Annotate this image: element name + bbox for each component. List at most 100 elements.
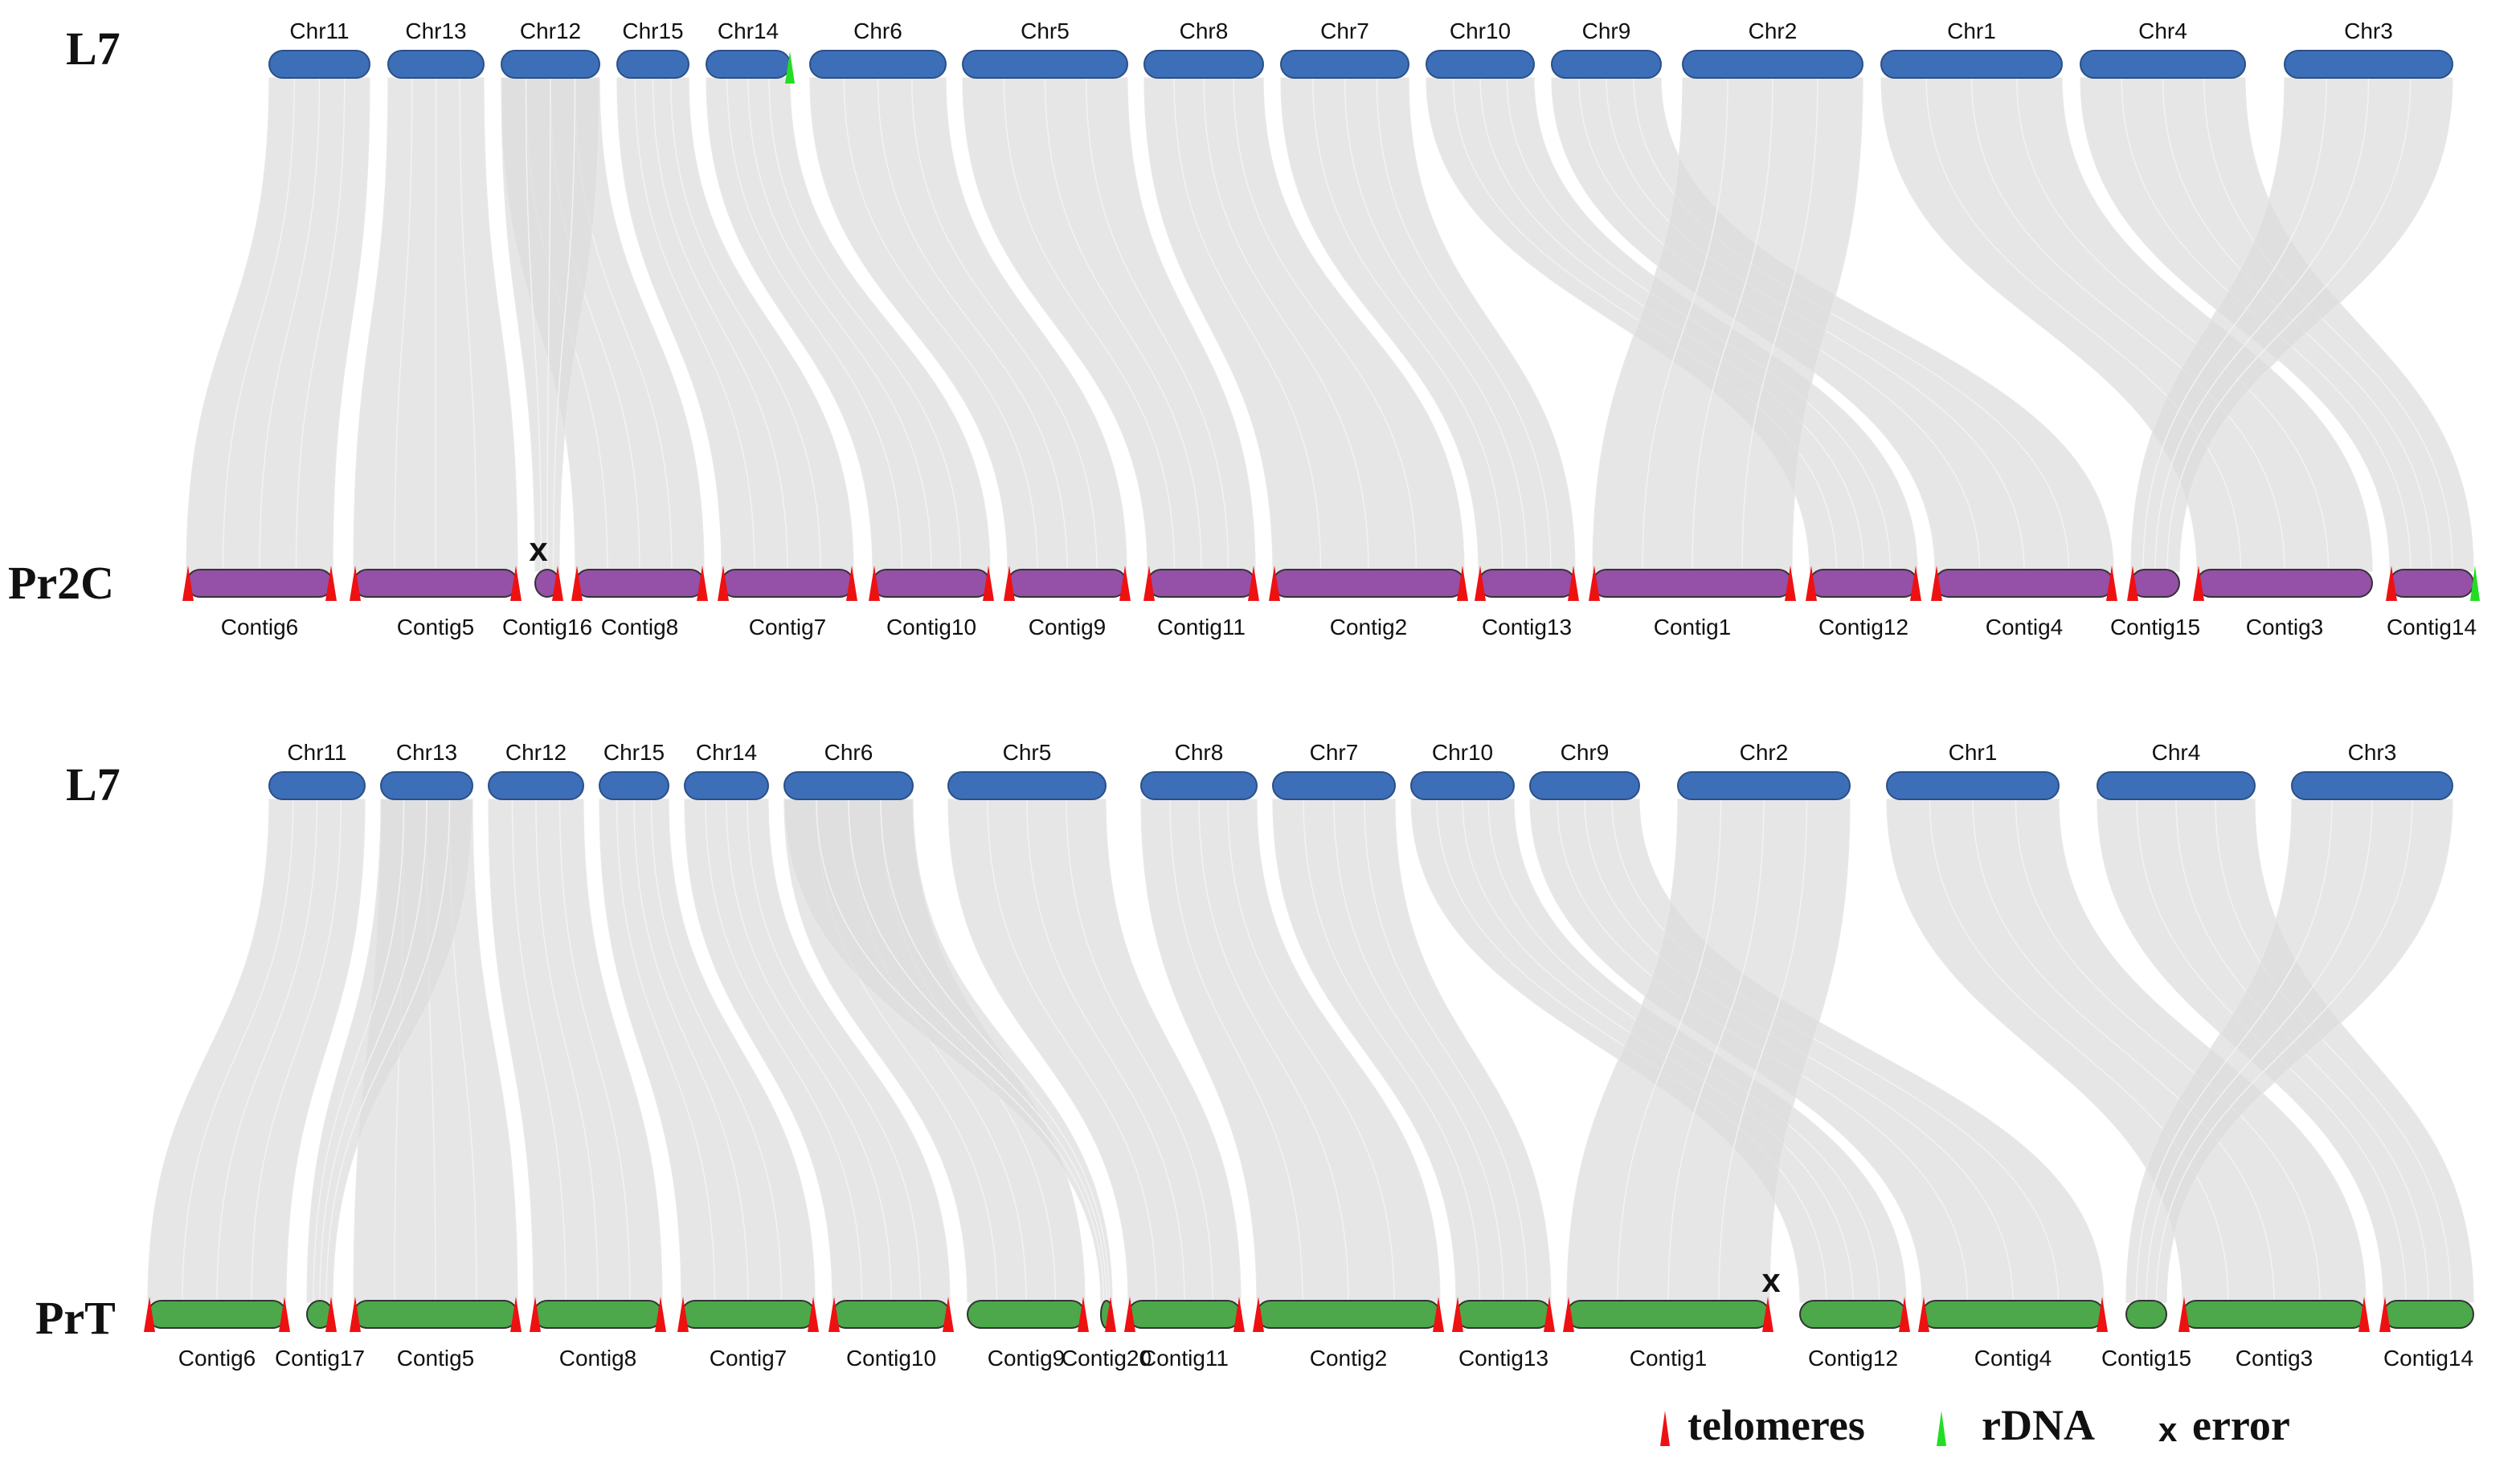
chromosome-label: Chr15 xyxy=(603,740,665,765)
synteny-strand xyxy=(726,799,892,1303)
telomere-marker xyxy=(1452,1297,1463,1332)
chromosome-label: Chr5 xyxy=(1003,740,1052,765)
contig-bar xyxy=(872,569,991,598)
synteny-link-chr14-contig10 xyxy=(706,77,991,572)
chromosome-label: Chr13 xyxy=(405,18,466,43)
telomere-marker xyxy=(1119,566,1131,601)
chromosome-chr1: Chr1 xyxy=(1880,18,2063,79)
contig-label: Contig20 xyxy=(1062,1346,1152,1371)
contig-contig13: Contig13 xyxy=(1452,1297,1555,1371)
contig-bar xyxy=(575,569,705,598)
synteny-strand xyxy=(525,77,542,572)
contig-bar xyxy=(1934,569,2114,598)
chromosome-chr14: Chr14 xyxy=(706,18,795,84)
synteny-strand xyxy=(1667,799,1765,1303)
contig-bar xyxy=(1147,569,1256,598)
synteny-strand xyxy=(1972,799,2275,1303)
contig-bar xyxy=(1478,569,1576,598)
synteny-strand xyxy=(1303,799,1481,1303)
contig-bar xyxy=(1592,569,1793,598)
synteny-strand xyxy=(2155,799,2413,1303)
chromosome-label: Chr13 xyxy=(396,740,457,765)
telomere-marker xyxy=(1899,1297,1910,1332)
synteny-strand xyxy=(670,77,821,572)
synteny-strand xyxy=(747,799,922,1303)
chromosome-label: Chr2 xyxy=(1749,18,1798,43)
synteny-link-chr1-contig3 xyxy=(1880,77,2373,572)
chromosome-bar xyxy=(962,50,1128,79)
contig-contig10: Contig10 xyxy=(869,566,994,639)
chromosome-bar xyxy=(1272,771,1396,800)
synteny-strand xyxy=(313,799,405,1303)
synteny-strand xyxy=(843,77,1038,572)
chromosome-bar xyxy=(1529,771,1640,800)
telomere-marker xyxy=(571,566,583,601)
synteny-strand xyxy=(616,799,716,1303)
contig-label: Contig9 xyxy=(1029,615,1107,639)
contig-label: Contig7 xyxy=(749,615,827,639)
error-marker: x xyxy=(1761,1261,1781,1299)
synteny-strand xyxy=(558,799,631,1303)
contig-bar xyxy=(721,569,854,598)
synteny-link-chr15-contig7 xyxy=(616,77,854,572)
synteny-strand xyxy=(2154,77,2370,572)
chromosome-chr8: Chr8 xyxy=(1143,18,1264,79)
contig-bar xyxy=(2383,1300,2474,1329)
contig-contig7: Contig7 xyxy=(677,1297,819,1371)
chromosome-chr13: Chr13 xyxy=(387,18,485,79)
contig-contig15: Contig15 xyxy=(2101,1300,2191,1371)
contig-contig9: Contig9 xyxy=(967,1297,1089,1371)
telomere-marker xyxy=(1433,1297,1444,1332)
ref-genome-label: L7 xyxy=(66,22,121,75)
telomere-marker xyxy=(808,1297,819,1332)
telomere-marker xyxy=(1004,566,1015,601)
chromosome-bar xyxy=(1143,50,1264,79)
contig-bar xyxy=(353,1300,518,1329)
contig-label: Contig16 xyxy=(502,615,592,639)
synteny-strand xyxy=(705,799,863,1303)
telomere-marker xyxy=(2358,1297,2370,1332)
contig-contig1: Contig1 xyxy=(1589,566,1796,639)
chromosome-chr9: Chr9 xyxy=(1551,18,1662,79)
synteny-link-chr2-contig1 xyxy=(1592,77,1863,572)
contig-label: Contig3 xyxy=(2246,615,2324,639)
contig-label: Contig10 xyxy=(846,1346,936,1371)
synteny-strand xyxy=(546,77,551,572)
contig-bar xyxy=(832,1300,951,1329)
query-genome-label: Pr2C xyxy=(8,557,114,609)
synteny-strand xyxy=(1929,799,2229,1303)
synteny-strand xyxy=(1066,799,1213,1303)
telomere-marker xyxy=(1269,566,1280,601)
chromosome-chr11: Chr11 xyxy=(268,18,370,79)
contig-contig10: Contig10 xyxy=(828,1297,954,1371)
chromosome-chr3: Chr3 xyxy=(2291,740,2453,800)
contig-label: Contig12 xyxy=(1818,615,1908,639)
contig-bar xyxy=(681,1300,816,1329)
contig-label: Contig8 xyxy=(559,1346,637,1371)
chromosome-bar xyxy=(380,771,473,800)
chromosome-chr15: Chr15 xyxy=(616,18,689,79)
chromosome-bar xyxy=(1551,50,1662,79)
contig-contig2: Contig2 xyxy=(1253,1297,1444,1371)
contig-label: Contig1 xyxy=(1630,1346,1708,1371)
chromosome-label: Chr6 xyxy=(853,18,902,43)
contig-bar xyxy=(1921,1300,2105,1329)
synteny-link-chr12-contig16 xyxy=(501,77,600,572)
chromosome-bar xyxy=(947,771,1107,800)
synteny-strand xyxy=(652,77,788,572)
contig-bar xyxy=(2125,1300,2167,1329)
contig-label: Contig5 xyxy=(397,615,475,639)
chromosome-chr7: Chr7 xyxy=(1272,740,1396,800)
contig-label: Contig13 xyxy=(1482,615,1572,639)
telomere-marker xyxy=(2097,1297,2108,1332)
contig-label: Contig8 xyxy=(601,615,679,639)
synteny-strand xyxy=(319,799,428,1303)
contig-contig5: Contig5 xyxy=(350,566,522,639)
telomere-marker xyxy=(350,1297,361,1332)
contig-label: Contig15 xyxy=(2101,1346,2191,1371)
telomere-marker xyxy=(2193,566,2204,601)
chromosome-label: Chr10 xyxy=(1432,740,1493,765)
telomere-marker xyxy=(1078,1297,1089,1332)
